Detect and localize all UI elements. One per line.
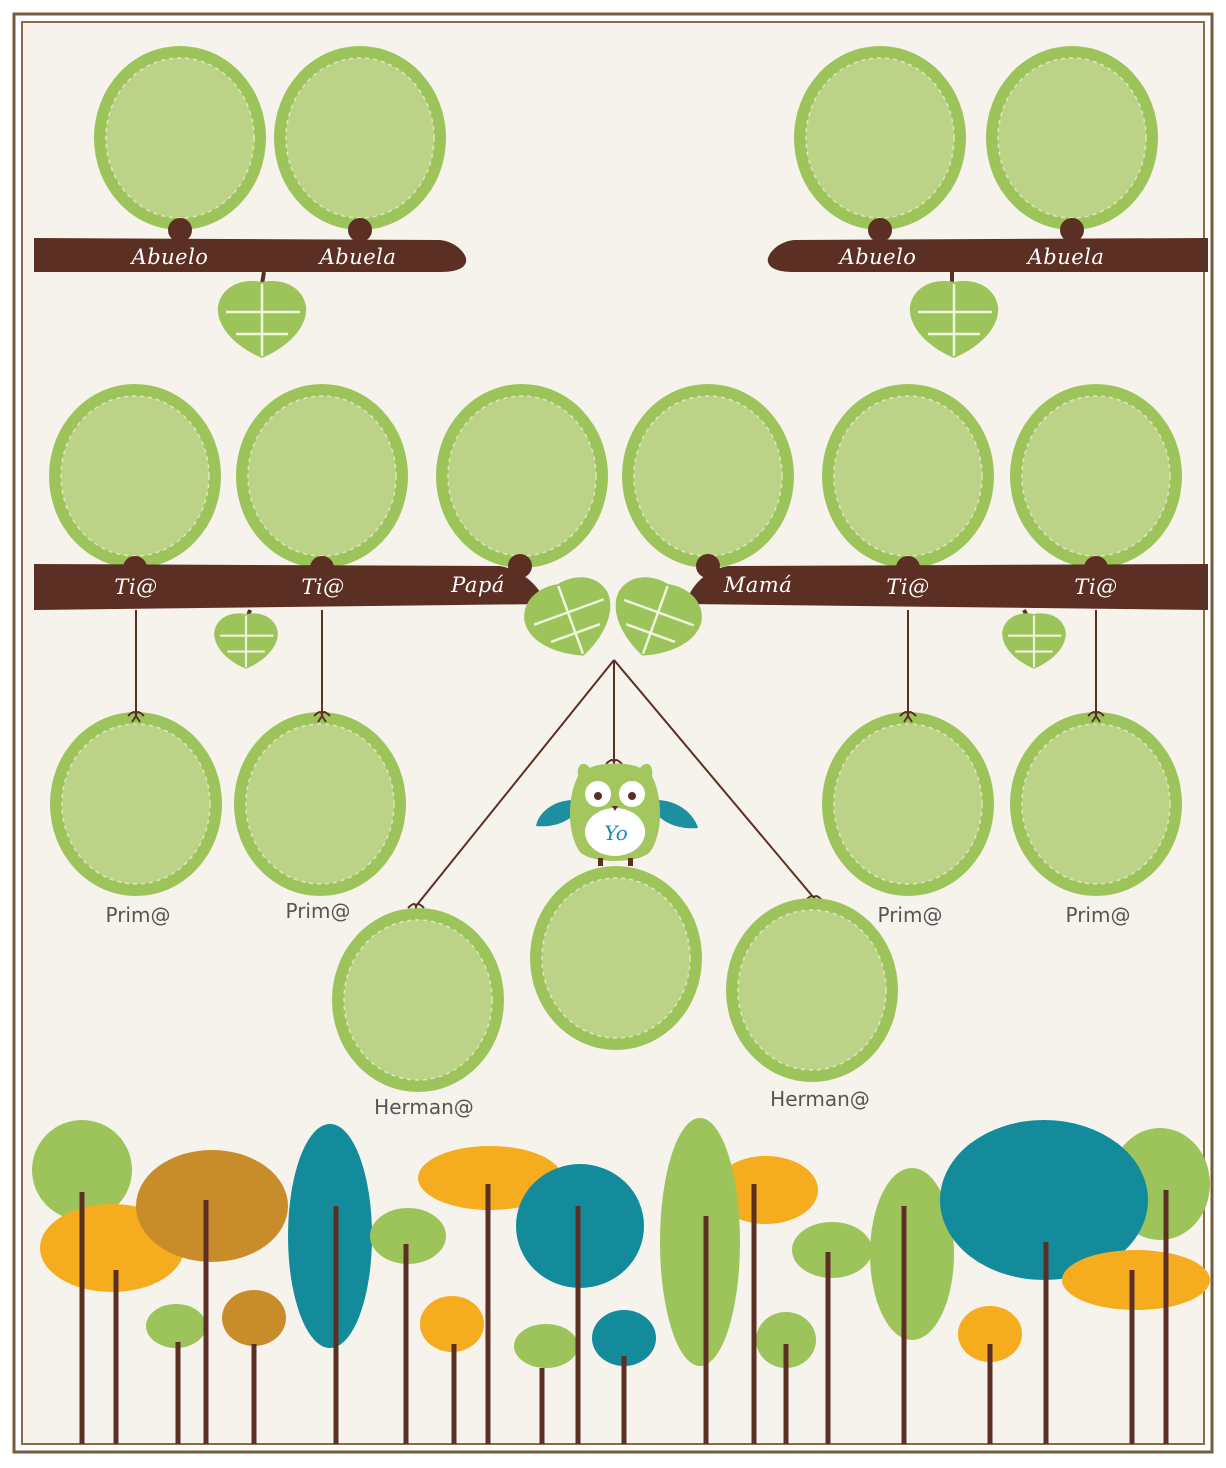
photo-frame-prima-3[interactable] bbox=[822, 712, 994, 896]
tree-crown bbox=[514, 1324, 578, 1368]
tree-crown bbox=[146, 1304, 206, 1348]
photo-frame-tia-3[interactable] bbox=[822, 384, 994, 568]
label-prima-4: Prim@ bbox=[1066, 903, 1131, 927]
branch-top-right bbox=[768, 238, 1208, 272]
tree-crown bbox=[1062, 1250, 1210, 1310]
photo-frame-prima-2[interactable] bbox=[234, 712, 406, 896]
photo-frame-prima-1[interactable] bbox=[50, 712, 222, 896]
photo-frame-tia-1[interactable] bbox=[49, 384, 221, 568]
photo-frame-tia-4[interactable] bbox=[1010, 384, 1182, 568]
label-hermana-2: Herman@ bbox=[770, 1087, 870, 1111]
photo-frame-abuela-left[interactable] bbox=[274, 46, 446, 230]
photo-frame-yo[interactable] bbox=[530, 866, 702, 1050]
photo-frame-prima-4[interactable] bbox=[1010, 712, 1182, 896]
label-prima-2: Prim@ bbox=[286, 899, 351, 923]
hook-abuela-right bbox=[1060, 218, 1084, 242]
tree-crown bbox=[420, 1296, 484, 1352]
photo-frame-hermana-2[interactable] bbox=[726, 898, 898, 1082]
label-prima-3: Prim@ bbox=[878, 903, 943, 927]
label-tia-4: Ti@ bbox=[1074, 575, 1117, 599]
hook-abuelo-right bbox=[868, 218, 892, 242]
label-abuela-left: Abuela bbox=[318, 245, 397, 269]
tree-crown bbox=[288, 1124, 372, 1348]
label-tia-2: Ti@ bbox=[301, 575, 344, 599]
label-prima-1: Prim@ bbox=[106, 903, 171, 927]
photo-frame-abuelo-right[interactable] bbox=[794, 46, 966, 230]
tree-crown bbox=[222, 1290, 286, 1346]
photo-frame-abuela-right[interactable] bbox=[986, 46, 1158, 230]
photo-frame-papa[interactable] bbox=[436, 384, 608, 568]
label-mama: Mamá bbox=[723, 573, 792, 597]
label-abuela-right: Abuela bbox=[1026, 245, 1105, 269]
photo-frame-hermana-1[interactable] bbox=[332, 908, 504, 1092]
photo-frame-tia-2[interactable] bbox=[236, 384, 408, 568]
tree-crown bbox=[660, 1118, 740, 1366]
label-tia-3: Ti@ bbox=[886, 575, 929, 599]
label-abuelo-right: Abuelo bbox=[838, 245, 917, 269]
hook-papa bbox=[508, 554, 532, 578]
label-tia-1: Ti@ bbox=[114, 575, 157, 599]
tree-crown bbox=[136, 1150, 288, 1262]
label-abuelo-left: Abuelo bbox=[130, 245, 209, 269]
hook-abuela-left bbox=[348, 218, 372, 242]
photo-frame-mama[interactable] bbox=[622, 384, 794, 568]
label-yo: Yo bbox=[604, 821, 628, 845]
hook-mama bbox=[696, 554, 720, 578]
photo-frame-abuelo-left[interactable] bbox=[94, 46, 266, 230]
hook-abuelo-left bbox=[168, 218, 192, 242]
label-papa: Papá bbox=[450, 573, 505, 597]
tree-crown bbox=[792, 1222, 872, 1278]
branch-top-left bbox=[34, 238, 466, 272]
label-hermana-1: Herman@ bbox=[374, 1095, 474, 1119]
